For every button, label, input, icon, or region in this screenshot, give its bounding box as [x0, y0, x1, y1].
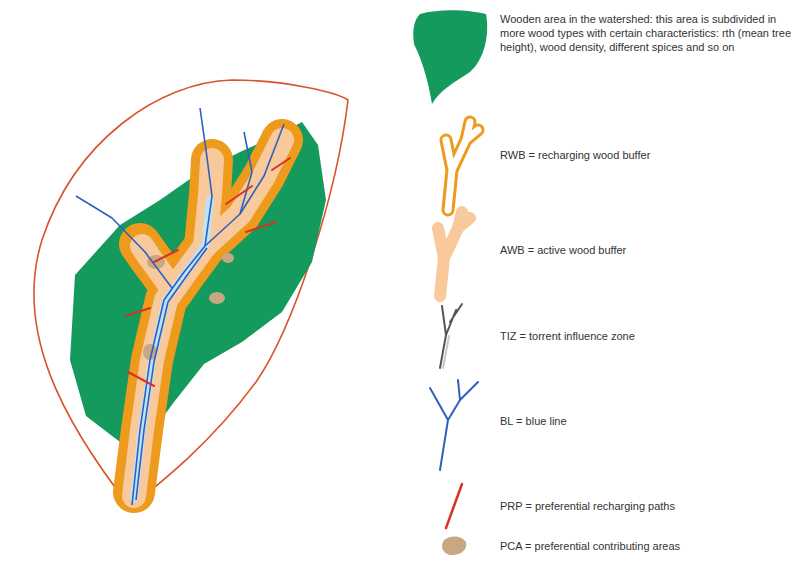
blue-lines — [76, 108, 284, 505]
legend-text: Wooden area in the watershed: this area … — [500, 12, 800, 54]
legend-text: RWB = recharging wood buffer — [500, 148, 800, 162]
watershed-boundary — [34, 80, 348, 507]
legend-text: PRP = preferential recharging paths — [500, 499, 800, 513]
legend-tiz-sample — [440, 304, 462, 368]
legend-pca-sample — [442, 536, 466, 555]
legend-wood-sample — [413, 10, 487, 104]
legend-text: PCA = preferential contributing areas — [500, 539, 800, 553]
legend-text: BL = blue line — [500, 414, 800, 428]
legend-bl-sample — [430, 380, 478, 470]
legend-rwb-sample — [446, 122, 478, 210]
legend-prp-sample — [446, 484, 462, 528]
tiz-zone — [134, 200, 210, 498]
pca-areas — [143, 253, 234, 360]
legend-text: TIZ = torrent influence zone — [500, 329, 800, 343]
prp-paths — [126, 158, 290, 386]
legend-text: AWB = active wood buffer — [500, 243, 800, 257]
awb-buffer — [134, 140, 282, 496]
legend-awb-sample — [438, 212, 470, 296]
